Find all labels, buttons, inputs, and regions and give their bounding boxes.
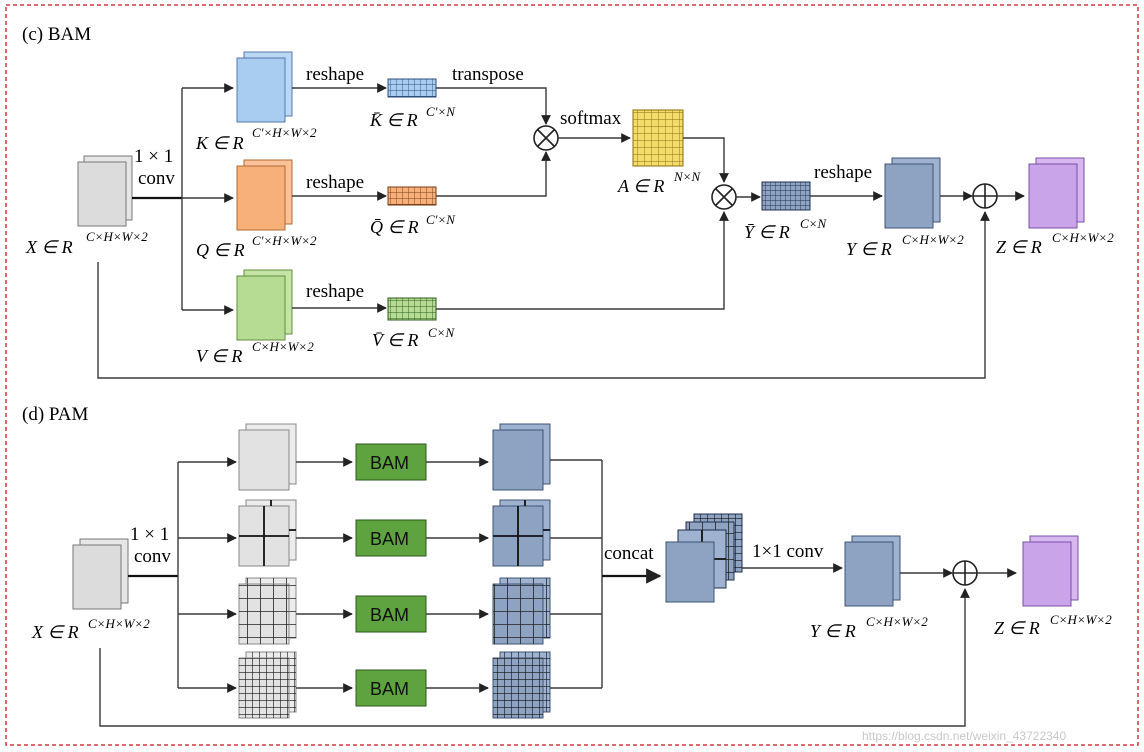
pam-bam-block-1: BAM bbox=[355, 443, 427, 481]
bam-softmax-label: softmax bbox=[560, 108, 622, 129]
bam-y-label: Y ∈ R bbox=[846, 239, 892, 259]
bam-section-title: (c) BAM bbox=[22, 24, 91, 45]
bam-transpose-label: transpose bbox=[452, 64, 524, 85]
pam-y-label: Y ∈ R bbox=[810, 621, 856, 641]
bam-add-icon bbox=[972, 183, 998, 209]
pam-bam-block-2-label: BAM bbox=[370, 529, 409, 549]
bam-k-tensor bbox=[236, 51, 293, 123]
bam-a-to-mult-arrow bbox=[683, 137, 729, 183]
bam-a-sup: N×N bbox=[673, 169, 701, 184]
pam-row4-input-tensor bbox=[238, 651, 297, 719]
bam-residual-line bbox=[97, 211, 990, 379]
bam-kbar-label: K̄ ∈ R bbox=[369, 110, 418, 130]
bam-vbar-matrix bbox=[387, 297, 437, 321]
bam-ybar-sup: C×N bbox=[800, 216, 827, 231]
bam-reshape-k-label: reshape bbox=[306, 64, 364, 85]
pam-conv-line2: conv bbox=[134, 546, 171, 567]
pam-row1-input-tensor bbox=[238, 423, 297, 491]
pam-x-tensor bbox=[72, 538, 129, 610]
bam-z-sup: C×H×W×2 bbox=[1052, 230, 1114, 245]
bam-conv-line2: conv bbox=[138, 168, 175, 189]
pam-conv2-label: 1×1 conv bbox=[752, 541, 824, 562]
bam-y-tensor bbox=[884, 157, 941, 229]
bam-ybar-label: Ȳ ∈ R bbox=[744, 222, 790, 242]
bam-transpose-arrow bbox=[436, 87, 551, 125]
pam-bam-block-1-label: BAM bbox=[370, 453, 409, 473]
pam-bam-block-4-label: BAM bbox=[370, 679, 409, 699]
pam-bam-block-3-label: BAM bbox=[370, 605, 409, 625]
bam-z-label: Z ∈ R bbox=[996, 237, 1042, 257]
pam-bam-block-2: BAM bbox=[355, 519, 427, 557]
bam-x-label: X ∈ R bbox=[25, 237, 73, 257]
pam-z-sup: C×H×W×2 bbox=[1050, 612, 1112, 627]
pam-y-sup: C×H×W×2 bbox=[866, 614, 928, 629]
bam-x-sup: C×H×W×2 bbox=[86, 229, 148, 244]
bam-v-label: V ∈ R bbox=[196, 346, 242, 366]
bam-k-sup: C′×H×W×2 bbox=[252, 125, 317, 140]
bam-reshape-y-label: reshape bbox=[814, 162, 872, 183]
bam-q-tensor bbox=[236, 159, 293, 231]
bam-q-sup: C′×H×W×2 bbox=[252, 233, 317, 248]
pam-x-sup: C×H×W×2 bbox=[88, 616, 150, 631]
pam-row3-output-tensor bbox=[492, 577, 551, 645]
pam-add-icon bbox=[952, 560, 978, 586]
bam-reshape-q-label: reshape bbox=[306, 172, 364, 193]
bam-qbar-sup: C′×N bbox=[426, 212, 456, 227]
pam-row4-output-tensor bbox=[492, 651, 551, 719]
pam-y-tensor bbox=[844, 535, 901, 607]
pam-row2-input-tensor bbox=[238, 499, 297, 567]
bam-q-label: Q ∈ R bbox=[196, 240, 245, 260]
bam-kbar-sup: C′×N bbox=[426, 104, 456, 119]
pam-z-label: Z ∈ R bbox=[994, 618, 1040, 638]
bam-reshape-v-label: reshape bbox=[306, 281, 364, 302]
pam-row2-output-tensor bbox=[492, 499, 551, 567]
bam-kbar-matrix bbox=[387, 78, 437, 98]
bam-vbar-label: V̄ ∈ R bbox=[372, 330, 418, 350]
outer-border bbox=[5, 4, 1139, 746]
bam-v-sup: C×H×W×2 bbox=[252, 339, 314, 354]
bam-q-to-mult-arrow bbox=[436, 151, 551, 197]
bam-qbar-matrix bbox=[387, 186, 437, 206]
bam-x-tensor bbox=[77, 155, 133, 227]
pam-bam-block-4: BAM bbox=[355, 669, 427, 707]
bam-a-matrix bbox=[632, 109, 684, 167]
bam-a-label: A ∈ R bbox=[617, 176, 664, 196]
bam-multiply-2-icon bbox=[711, 184, 737, 210]
bam-qbar-label: Q̄ ∈ R bbox=[370, 217, 419, 237]
pam-conv-line1: 1 × 1 bbox=[130, 524, 169, 545]
pam-concat-tensor bbox=[665, 513, 743, 603]
pam-row1-output-tensor bbox=[492, 423, 551, 491]
bam-multiply-1-icon bbox=[533, 125, 559, 151]
bam-v-to-mult-arrow bbox=[436, 211, 729, 310]
pam-row3-input-tensor bbox=[238, 577, 297, 645]
bam-k-label: K ∈ R bbox=[195, 133, 244, 153]
pam-residual-line bbox=[99, 588, 970, 727]
bam-vbar-sup: C×N bbox=[428, 325, 455, 340]
pam-concat-label: concat bbox=[604, 543, 654, 564]
watermark: https://blog.csdn.net/weixin_43722340 bbox=[862, 729, 1066, 743]
bam-ybar-matrix bbox=[761, 181, 811, 211]
bam-v-tensor bbox=[236, 269, 293, 341]
bam-y-sup: C×H×W×2 bbox=[902, 232, 964, 247]
pam-section-title: (d) PAM bbox=[22, 404, 88, 425]
pam-bam-block-3: BAM bbox=[355, 595, 427, 633]
bam-conv-line1: 1 × 1 bbox=[134, 146, 173, 167]
pam-z-tensor bbox=[1022, 535, 1079, 607]
pam-x-label: X ∈ R bbox=[31, 622, 79, 642]
bam-z-tensor bbox=[1028, 157, 1085, 229]
